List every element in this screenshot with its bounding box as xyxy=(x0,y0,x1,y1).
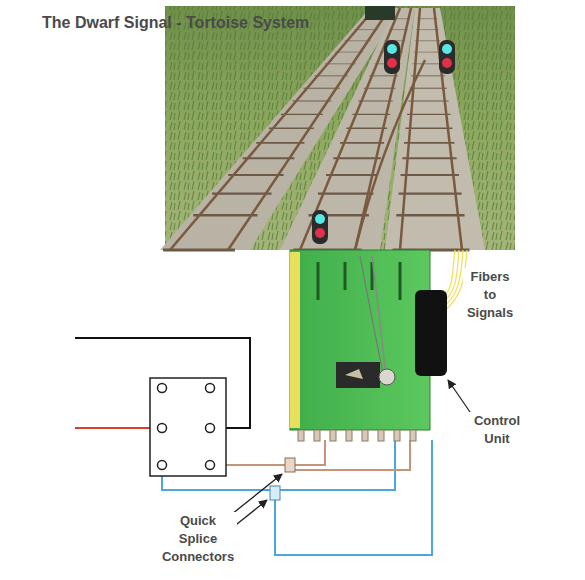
track-photo xyxy=(193,214,257,217)
control-unit xyxy=(415,290,447,376)
tortoise-machine xyxy=(372,256,386,378)
track-photo xyxy=(300,8,400,250)
tortoise-machine xyxy=(394,430,400,441)
track-photo xyxy=(365,6,395,20)
tortoise-machine xyxy=(344,262,347,290)
dwarf-signal xyxy=(312,40,455,244)
track-photo xyxy=(256,142,304,144)
track-photo xyxy=(396,214,464,217)
control-unit-label: Control Unit xyxy=(466,412,528,448)
track-photo xyxy=(434,8,462,250)
track-photo xyxy=(228,174,283,176)
tortoise-machine xyxy=(346,430,352,441)
diagram-title: The Dwarf Signal - Tortoise System xyxy=(42,12,362,34)
tortoise-machine xyxy=(317,262,320,300)
track-photo xyxy=(352,114,390,115)
track-photo xyxy=(326,174,377,176)
splice-label: Quick Splice Connectors xyxy=(159,512,237,567)
tortoise-machine xyxy=(378,430,384,441)
control-unit xyxy=(415,290,447,376)
track-photo xyxy=(318,192,373,194)
wiring xyxy=(275,440,432,555)
track-photo xyxy=(358,100,393,101)
track-photo xyxy=(415,40,440,41)
dwarf-signal xyxy=(387,58,397,68)
quick-splice-connector xyxy=(285,458,295,472)
tortoise-machine xyxy=(362,430,368,441)
dwarf-signal xyxy=(315,214,325,224)
tortoise-machine xyxy=(298,430,304,441)
tortoise-machine xyxy=(318,262,400,300)
track-photo xyxy=(407,114,451,115)
track-photo xyxy=(406,127,453,128)
dwarf-signal xyxy=(315,228,325,238)
dpdt-switch xyxy=(158,384,167,393)
track-photo xyxy=(346,127,387,128)
track-photo xyxy=(412,63,443,64)
track-photo xyxy=(340,142,384,144)
track-photo xyxy=(414,52,442,53)
dwarf-signal xyxy=(387,44,397,54)
track-photo xyxy=(163,19,469,250)
leader-arrow xyxy=(232,500,267,528)
tortoise-machine xyxy=(330,430,336,441)
dpdt-switch xyxy=(158,424,167,433)
tortoise-machine xyxy=(399,262,402,300)
track-photo xyxy=(292,100,331,101)
track-photo xyxy=(402,157,456,159)
tortoise-machine xyxy=(360,256,384,378)
dwarf-signal xyxy=(439,40,455,74)
tortoise-machine xyxy=(314,430,320,441)
tortoise-machine xyxy=(345,369,363,379)
track-photo xyxy=(400,8,420,250)
tortoise-machine xyxy=(379,369,395,385)
wiring xyxy=(75,427,158,429)
dwarf-signal xyxy=(312,210,328,244)
tortoise-machine xyxy=(298,430,416,441)
dpdt-switch xyxy=(150,378,226,476)
track-photo xyxy=(281,114,323,115)
track-photo xyxy=(163,249,235,252)
leader-arrow xyxy=(448,380,470,412)
wiring xyxy=(290,440,410,470)
dpdt-switch xyxy=(158,461,167,470)
quick-splice-connector xyxy=(270,486,280,500)
track-photo xyxy=(399,192,462,194)
tortoise-machine xyxy=(290,250,430,441)
wiring xyxy=(214,440,325,465)
track-photo xyxy=(243,157,295,159)
dpdt-switch xyxy=(158,384,215,470)
dwarf-signal xyxy=(442,44,452,54)
fiber-label: Fibers to Signals xyxy=(463,268,517,323)
dpdt-switch xyxy=(206,384,215,393)
dpdt-switch xyxy=(206,424,215,433)
dwarf-signal xyxy=(442,58,452,68)
track-photo xyxy=(170,8,375,250)
dpdt-switch xyxy=(206,461,215,470)
wiring xyxy=(75,338,432,555)
track-photo xyxy=(410,88,447,89)
track-photo xyxy=(401,174,459,176)
tortoise-machine xyxy=(290,252,300,428)
track-photo xyxy=(170,8,462,250)
track-photo xyxy=(355,60,425,250)
track-photo xyxy=(333,157,381,159)
track-photo xyxy=(212,192,271,194)
track-photo xyxy=(364,88,396,89)
track-photo xyxy=(369,75,398,76)
dpdt-switch xyxy=(150,378,226,476)
tortoise-machine xyxy=(410,430,416,441)
track-photo xyxy=(160,6,515,250)
tortoise-machine xyxy=(290,250,430,430)
dwarf-signal xyxy=(384,40,400,74)
leader-arrow xyxy=(232,380,470,528)
track-photo xyxy=(404,142,455,144)
track-photo xyxy=(385,8,485,250)
tortoise-machine xyxy=(336,362,380,388)
quick-splice-connector xyxy=(270,458,295,500)
track-photo xyxy=(269,127,314,128)
track-photo xyxy=(408,100,448,101)
